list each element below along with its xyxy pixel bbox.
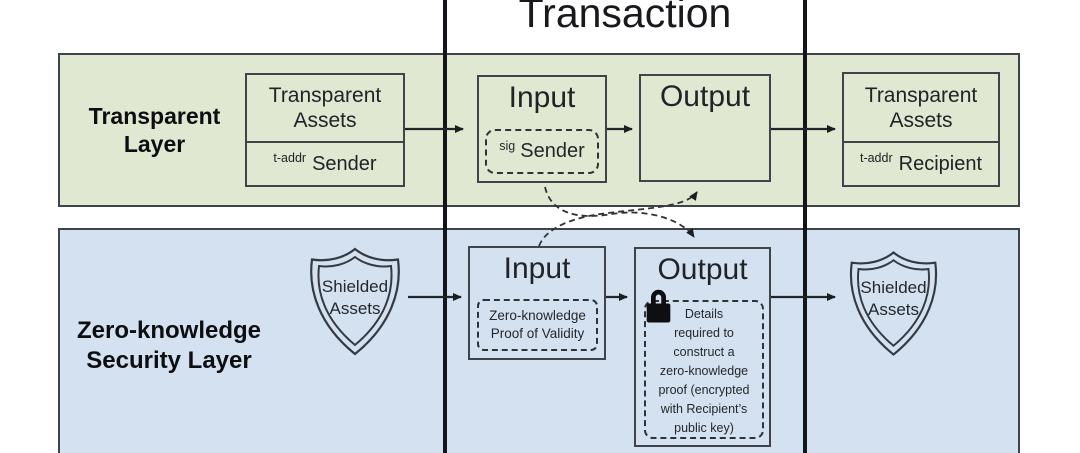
transaction-boundary-box: [443, 0, 807, 453]
sender-party-label: Sender: [312, 152, 377, 175]
transparent-layer-label: Transparent Layer: [88, 103, 221, 157]
transparent-assets-recipient-box: Transparent Assets t-addr Recipient: [842, 72, 1000, 187]
shielded-assets-source-label: Shielded Assets: [321, 277, 389, 318]
shield-icon: [310, 247, 400, 356]
shielded-output-box: Output Details required to construct a z…: [634, 247, 771, 447]
shielded-output-title: Output: [657, 253, 748, 286]
shielded-layer-label: Zero-knowledge Security Layer: [68, 316, 270, 376]
transparent-output-box: Output: [639, 74, 771, 182]
zk-proof-dashed-box: Zero-knowledge Proof of Validity: [477, 299, 598, 351]
transparent-output-title: Output: [659, 80, 751, 113]
recipient-party-label: Recipient: [898, 152, 983, 175]
signature-dashed-box: sig Sender: [485, 129, 599, 174]
encrypted-details-dashed-box: Details required to construct a zero-kno…: [644, 300, 764, 439]
recipient-address-row: t-addr Recipient: [844, 143, 998, 185]
shielded-layer-label-line2: Security Layer: [86, 347, 252, 374]
transparent-input-title: Input: [508, 81, 576, 114]
shielded-assets-source: Shielded Assets: [302, 246, 408, 358]
sender-address-row: t-addr Sender: [247, 143, 403, 185]
transparent-assets-sender-title: Transparent Assets: [247, 75, 403, 143]
transparent-input-box: Input sig Sender: [477, 75, 607, 183]
transparent-assets-sender-box: Transparent Assets t-addr Sender: [245, 73, 405, 187]
diagram-title: Transaction: [518, 0, 732, 36]
sig-party-label: Sender: [520, 140, 585, 162]
shielded-assets-destination-label: Shielded Assets: [860, 278, 927, 319]
shielded-input-title: Input: [503, 252, 571, 285]
shielded-layer-label-line1: Zero-knowledge: [76, 317, 262, 344]
t-addr-prefix: t-addr: [273, 151, 307, 165]
shielded-input-box: Input Zero-knowledge Proof of Validity: [468, 246, 606, 360]
t-addr-prefix: t-addr: [859, 151, 893, 165]
sig-prefix: sig: [499, 138, 516, 153]
shield-icon: [849, 251, 938, 356]
lock-icon: [645, 287, 672, 324]
shielded-assets-destination: Shielded Assets: [842, 247, 945, 361]
transparent-assets-recipient-title: Transparent Assets: [844, 74, 998, 143]
